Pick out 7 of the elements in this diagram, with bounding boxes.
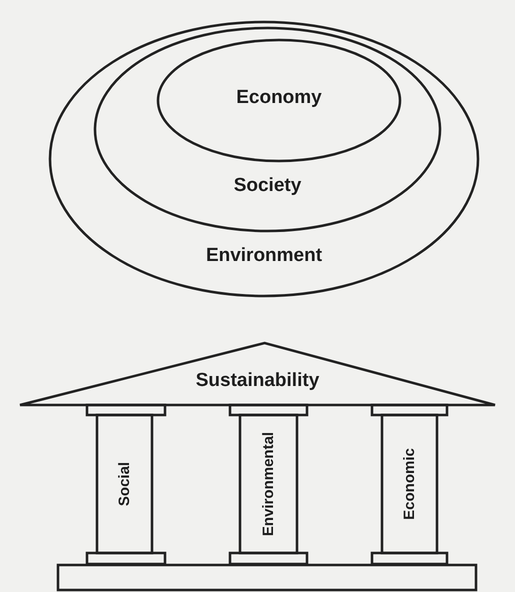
- pillar-label: Social: [116, 462, 132, 506]
- ellipse-label: Society: [234, 175, 302, 197]
- pillar-label: Environmental: [260, 432, 276, 536]
- pillar-label: Economic: [400, 448, 418, 520]
- ellipse-label: Economy: [236, 87, 322, 109]
- ellipse-label: Environment: [206, 245, 322, 267]
- roof-label: Sustainability: [196, 370, 320, 392]
